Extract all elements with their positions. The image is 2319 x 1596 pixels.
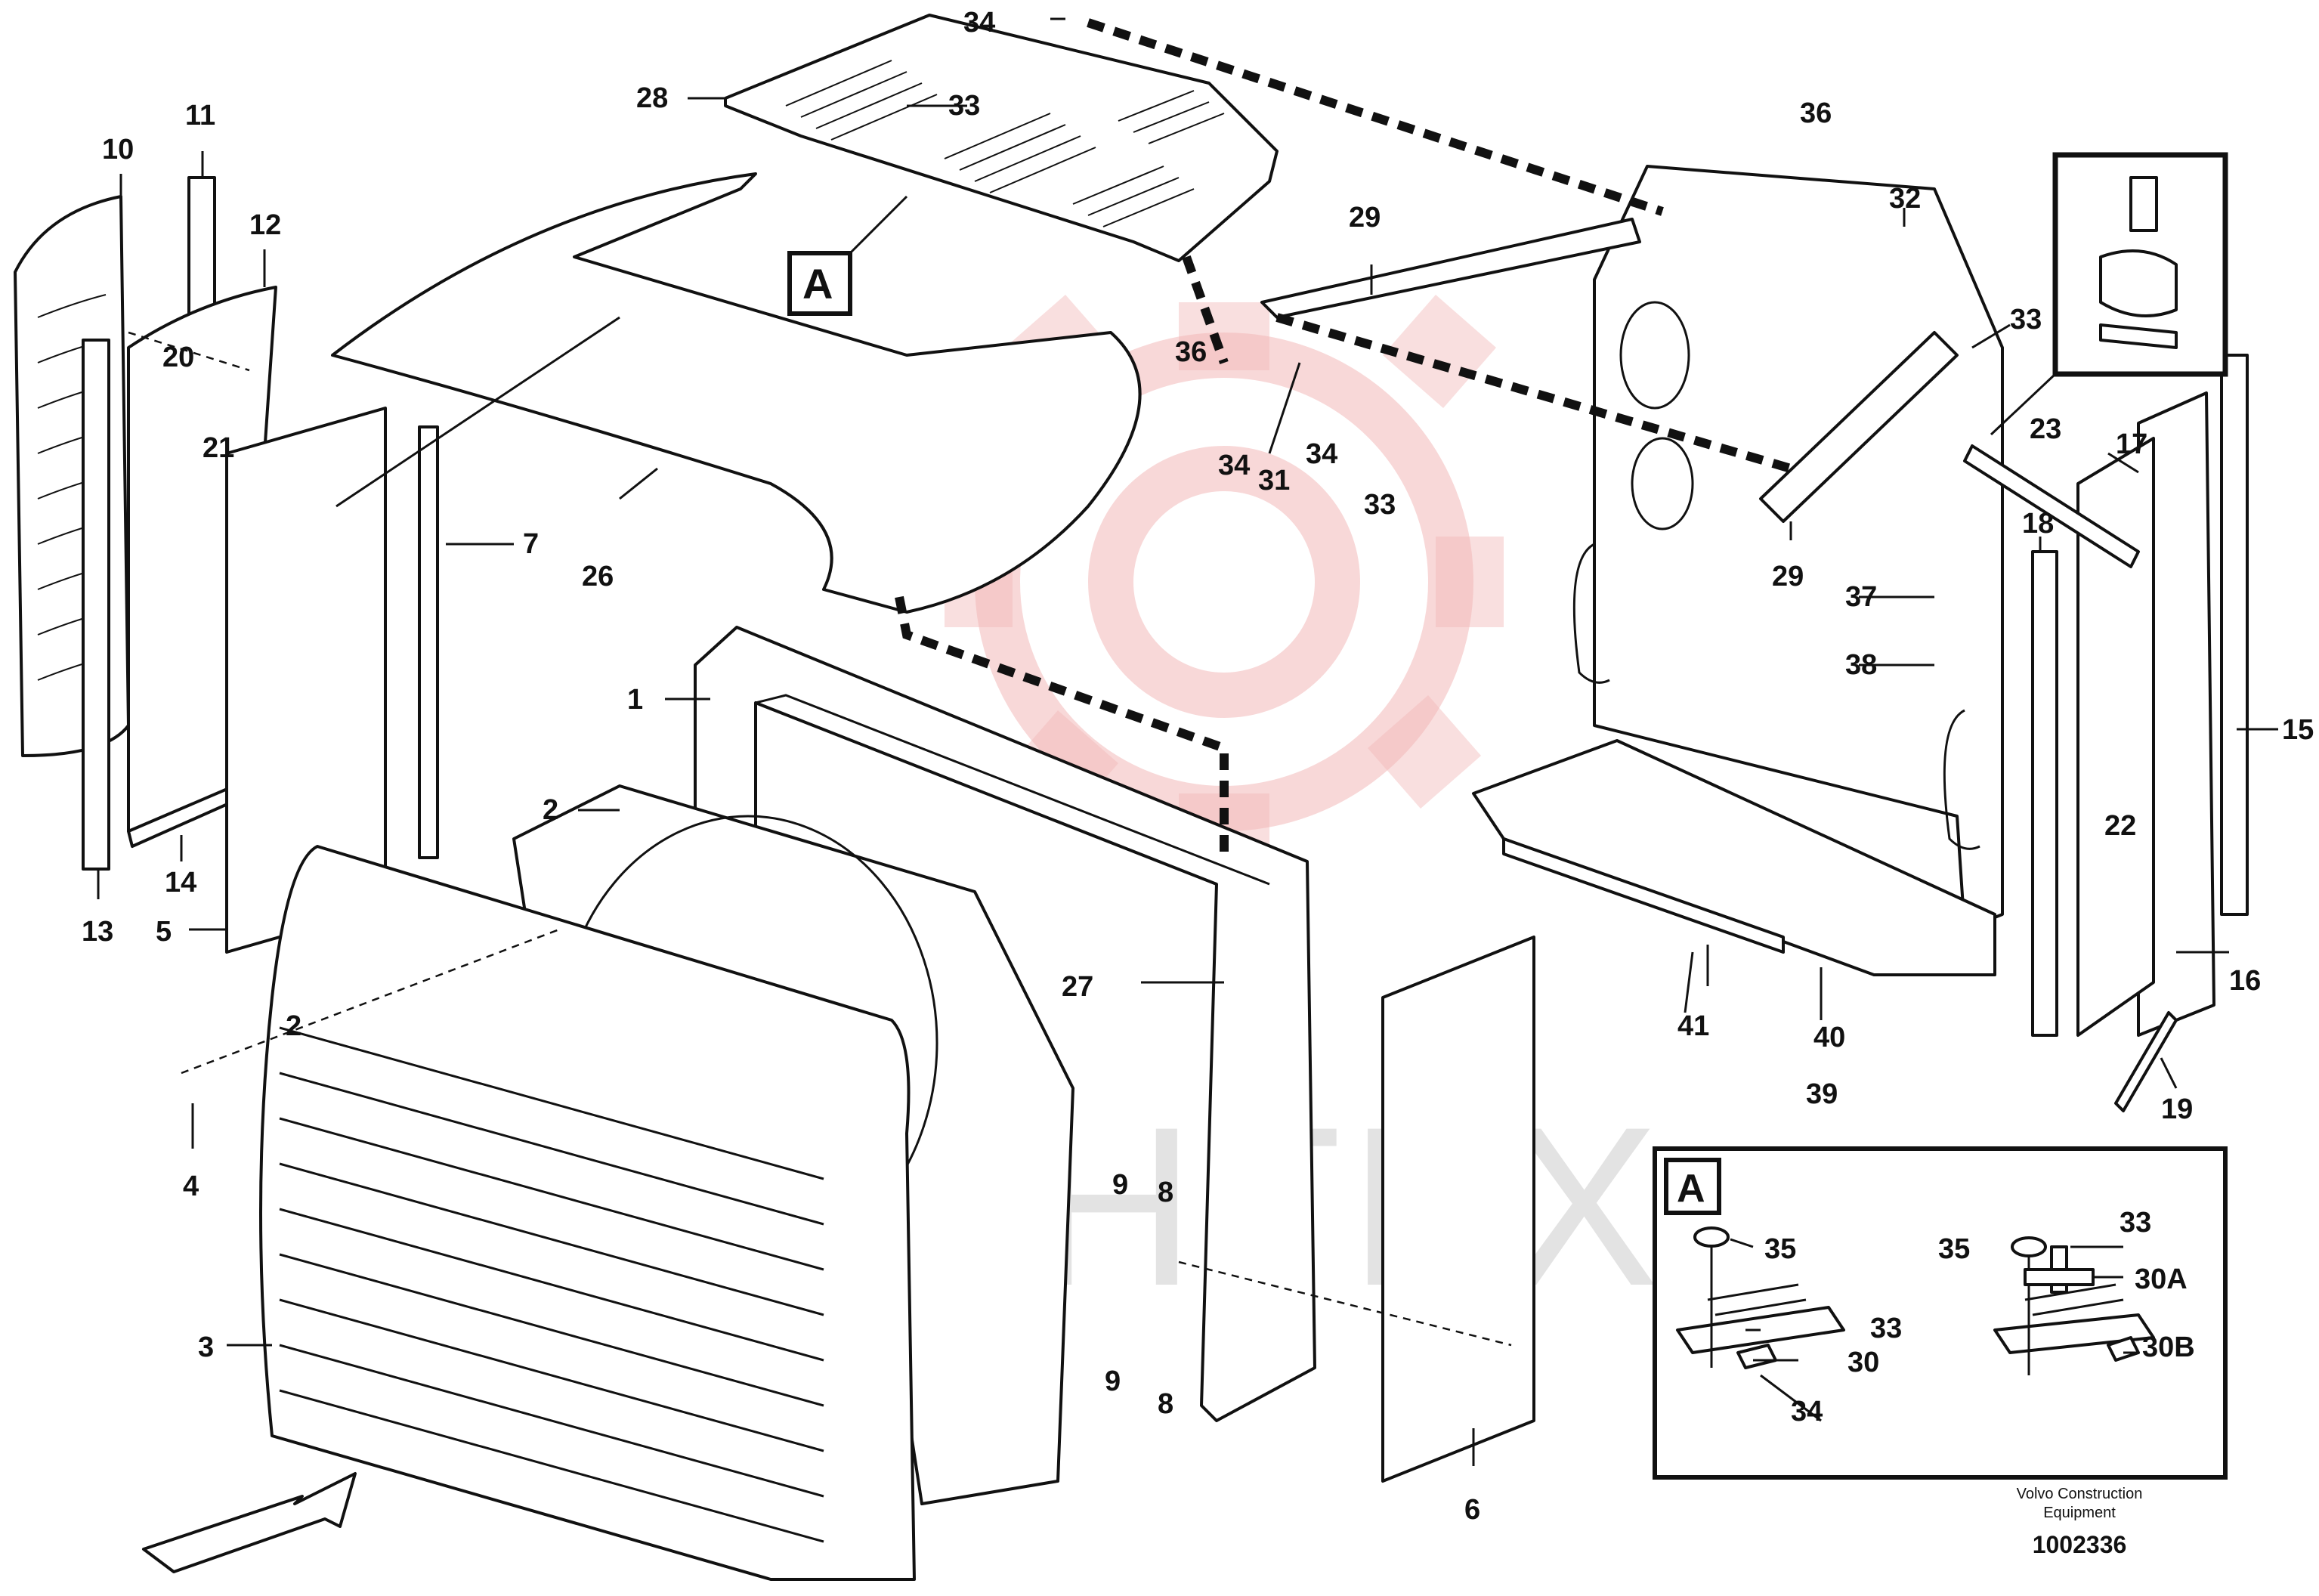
- callout-38: 38: [1845, 649, 1877, 681]
- part-26-hood: [331, 172, 1142, 614]
- detail-a-callout-35a: 35: [1764, 1233, 1796, 1265]
- part-16-vertical-seal: [2220, 354, 2249, 916]
- callout-36b: 36: [1800, 97, 1832, 129]
- footer-drawing-number: 1002336: [2033, 1531, 2127, 1558]
- detail-a-inset-label: A: [1677, 1167, 1705, 1211]
- callout-8a: 8: [1158, 1177, 1173, 1208]
- callout-34a: 34: [963, 7, 995, 39]
- callout-17: 17: [2116, 428, 2147, 460]
- callout-32: 32: [1889, 183, 1921, 215]
- part-29-stay-upper: [1260, 218, 1641, 319]
- callout-18: 18: [2022, 508, 2054, 540]
- callout-36a: 36: [1175, 336, 1207, 368]
- callout-33b: 33: [1364, 489, 1396, 521]
- callout-8b: 8: [1158, 1388, 1173, 1420]
- detail-a-callout-30: 30: [1847, 1347, 1879, 1378]
- detail-a-callout-34: 34: [1791, 1396, 1823, 1427]
- callout-31: 31: [1258, 465, 1290, 496]
- callout-33c: 33: [2010, 304, 2042, 336]
- callout-2: 2: [543, 794, 558, 826]
- leader-dashed-20: [128, 331, 250, 372]
- callout-40: 40: [1813, 1022, 1845, 1053]
- callout-6: 6: [1464, 1494, 1480, 1526]
- leader-dashed-hood-housing: [1275, 313, 1792, 473]
- detail-a-marker-label: A: [802, 260, 833, 308]
- part-6-side-panel: [1381, 936, 1535, 1483]
- callout-21: 21: [203, 432, 234, 464]
- callout-28: 28: [636, 82, 668, 114]
- detail-a-callout-33b: 33: [2120, 1207, 2151, 1239]
- detail-a-callout-35b: 35: [1938, 1233, 1970, 1265]
- callout-41: 41: [1677, 1010, 1709, 1042]
- callout-1: 1: [627, 684, 643, 716]
- leader-dashed-28-31: [1182, 255, 1229, 365]
- callout-4: 4: [183, 1171, 199, 1202]
- callout-5: 5: [156, 916, 172, 948]
- footer-company-line2: Equipment: [2043, 1505, 2116, 1521]
- callout-9a: 9: [1112, 1169, 1128, 1201]
- callout-13: 13: [82, 916, 113, 948]
- callout-11: 11: [185, 100, 215, 131]
- callout-16: 16: [2229, 965, 2261, 997]
- callout-3: 3: [198, 1332, 214, 1363]
- part-13-vertical-seal: [82, 339, 110, 871]
- callout-22: 22: [2104, 810, 2136, 842]
- detail-a-marker-leader: [849, 195, 908, 255]
- part-18-vertical-seal: [2031, 550, 2058, 1037]
- part-32-right-housing: [1572, 165, 2004, 931]
- part-7-seal-strip: [418, 425, 439, 859]
- part-23-gas-strut: [1963, 444, 2140, 568]
- callout-10: 10: [102, 134, 134, 165]
- callout-15: 15: [2282, 714, 2314, 746]
- callout-26: 26: [582, 561, 614, 592]
- callout-29b: 29: [1772, 561, 1804, 592]
- part-10-louvers: [37, 294, 107, 681]
- leader-dashed-27: [895, 595, 1229, 861]
- callout-27: 27: [1062, 971, 1093, 1003]
- part-28-top-grille-panel: [724, 14, 1279, 262]
- callout-34c: 34: [1306, 438, 1337, 470]
- footer-company-line1: Volvo Construction: [2017, 1486, 2143, 1502]
- part-17-mesh-panel: [2076, 437, 2155, 1037]
- zoom-inset-24-23-25: [1990, 152, 2228, 436]
- part-41-seal-strip: [1502, 837, 1785, 954]
- callout-39: 39: [1806, 1078, 1838, 1110]
- callout-37: 37: [1845, 581, 1877, 613]
- callout-29a: 29: [1349, 202, 1381, 234]
- detail-a-callout-30a: 30A: [2135, 1264, 2188, 1295]
- callout-20: 20: [162, 342, 194, 373]
- callout-12: 12: [249, 209, 281, 241]
- part-19-seal-strip: [2114, 1011, 2178, 1112]
- detail-a-marker-box: [787, 251, 852, 316]
- part-10-left-grille: [14, 195, 130, 757]
- part-29-stay-lower: [1759, 331, 1959, 523]
- callout-14: 14: [165, 867, 196, 899]
- callout-19: 19: [2161, 1093, 2193, 1125]
- detail-a-callout-30b: 30B: [2142, 1332, 2195, 1363]
- callout-9b: 9: [1105, 1366, 1121, 1397]
- detail-a-callout-33a: 33: [1870, 1313, 1902, 1344]
- callout-23b: 23: [2030, 413, 2061, 445]
- airflow-arrow-icon: [142, 1472, 357, 1573]
- callout-33a: 33: [948, 90, 980, 122]
- part-3-front-grille: [259, 845, 916, 1581]
- leader-dashed-8: [1178, 1260, 1512, 1347]
- detail-a-inset: A: [1653, 1146, 2228, 1480]
- callout-2b: 2: [286, 1010, 301, 1042]
- callout-7: 7: [523, 528, 539, 560]
- callout-leaders: [97, 17, 2278, 1466]
- leader-dashed-28-32: [1087, 18, 1664, 216]
- callout-34b: 34: [1218, 450, 1250, 481]
